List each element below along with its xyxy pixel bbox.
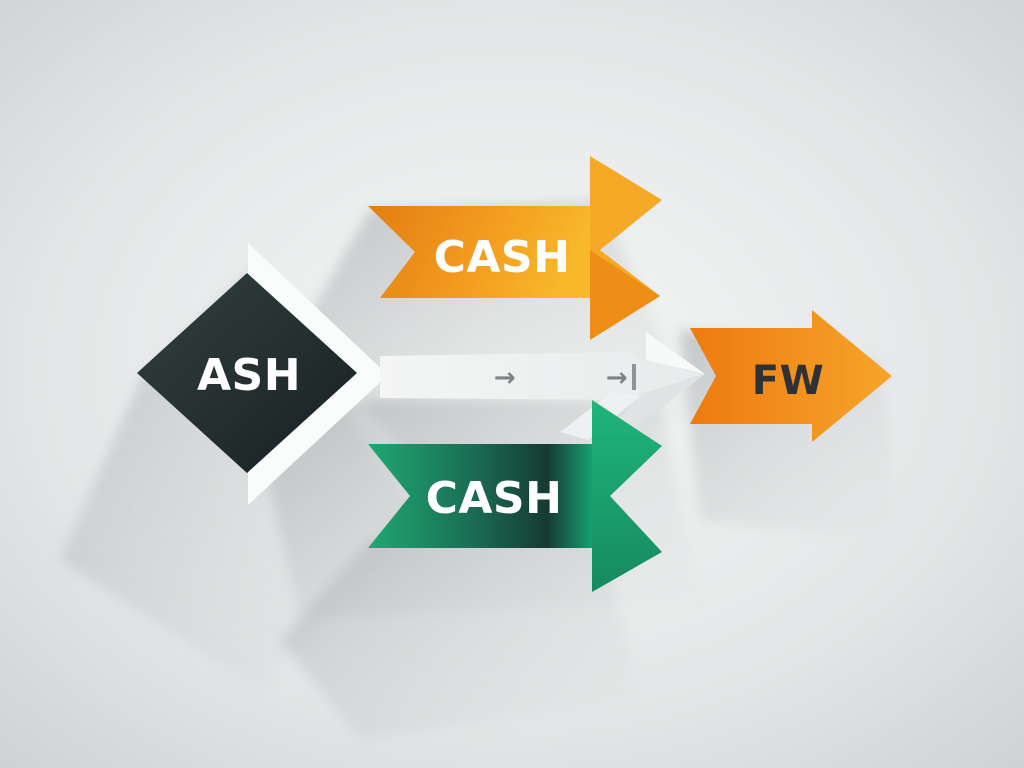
top-branch-ribbon — [368, 206, 590, 298]
source-label: ASH — [197, 350, 301, 401]
connector-fold-top — [646, 332, 705, 374]
target-arrow — [690, 310, 892, 442]
connector-tick — [632, 364, 636, 390]
top-branch-label: CASH — [434, 232, 571, 283]
target-node: FW — [690, 310, 892, 442]
top-branch-node: CASH — [368, 156, 662, 340]
bottom-branch-label: CASH — [426, 473, 563, 524]
connector-arrow-1-icon: → — [494, 363, 516, 393]
source-node: ASH — [137, 273, 357, 473]
bottom-branch-node: CASH — [368, 400, 662, 592]
source-diamond — [137, 273, 357, 473]
bottom-branch-ribbon — [368, 444, 592, 548]
target-label: FW — [752, 358, 824, 404]
connector-arrow-2-icon: → — [606, 363, 628, 393]
connector-bar — [380, 352, 705, 400]
connector: → → — [380, 332, 705, 440]
top-branch-fold — [590, 250, 660, 340]
bottom-branch-arrowhead — [592, 400, 662, 592]
